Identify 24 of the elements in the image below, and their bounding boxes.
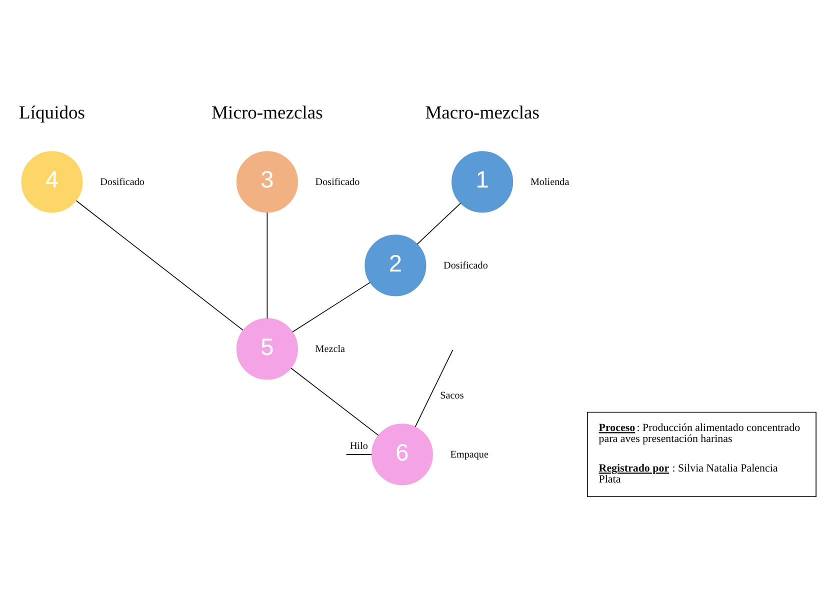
connector [414, 348, 454, 427]
connector [416, 202, 462, 244]
node-circle: 6 [371, 423, 433, 485]
label: Micro-mezclas [212, 102, 323, 123]
node-label: Dosificado [315, 176, 360, 188]
node-circle: 1 [452, 150, 514, 212]
node-box: Proceso: Producción alimentado concentrado para aves presentación harinas Registrado por: Silvia Natalia Palencia Plata [586, 411, 816, 497]
node-circle: 5 [236, 318, 298, 380]
node-label: Mezcla [315, 344, 346, 355]
label: Líquidos [19, 102, 86, 123]
connector [266, 212, 268, 318]
node-label: Dosificado [100, 176, 144, 188]
node-circle: 4 [21, 150, 83, 212]
connector [290, 367, 379, 436]
node-circle: 3 [236, 150, 298, 212]
connector [76, 200, 244, 330]
edge-label: Sacos [440, 390, 464, 401]
node-label: Dosificado [444, 260, 488, 271]
node-label: Molienda [530, 176, 570, 188]
edge-label: Hilo [350, 440, 368, 452]
connector [292, 282, 371, 332]
node-label: Empaque [450, 448, 488, 460]
label: Macro-mezclas [425, 102, 540, 123]
node-circle: 2 [364, 234, 426, 296]
